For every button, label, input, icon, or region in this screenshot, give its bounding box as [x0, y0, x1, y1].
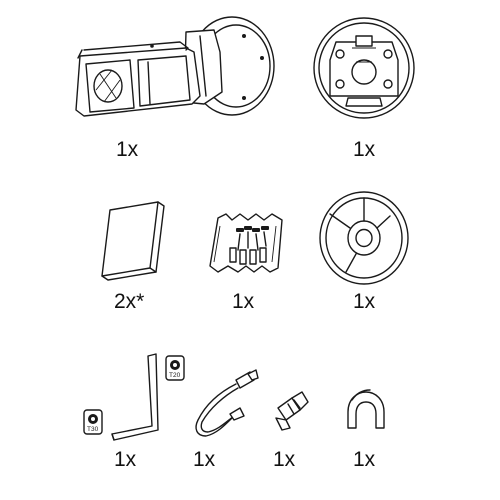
connector-qty: 1x [273, 448, 296, 471]
cable-qty: 1x [193, 448, 216, 471]
torx-key-qty: 1x [114, 448, 137, 471]
tag-t20: T20 [169, 372, 181, 379]
manual-qty: 2x* [114, 290, 145, 313]
screw-kit-qty: 1x [232, 290, 255, 313]
camera-qty: 1x [116, 138, 139, 161]
disc-qty: 1x [353, 290, 376, 313]
tag-t30: T30 [87, 426, 99, 433]
mount-base-qty: 1x [353, 138, 376, 161]
cable-clip-qty: 1x [353, 448, 376, 471]
